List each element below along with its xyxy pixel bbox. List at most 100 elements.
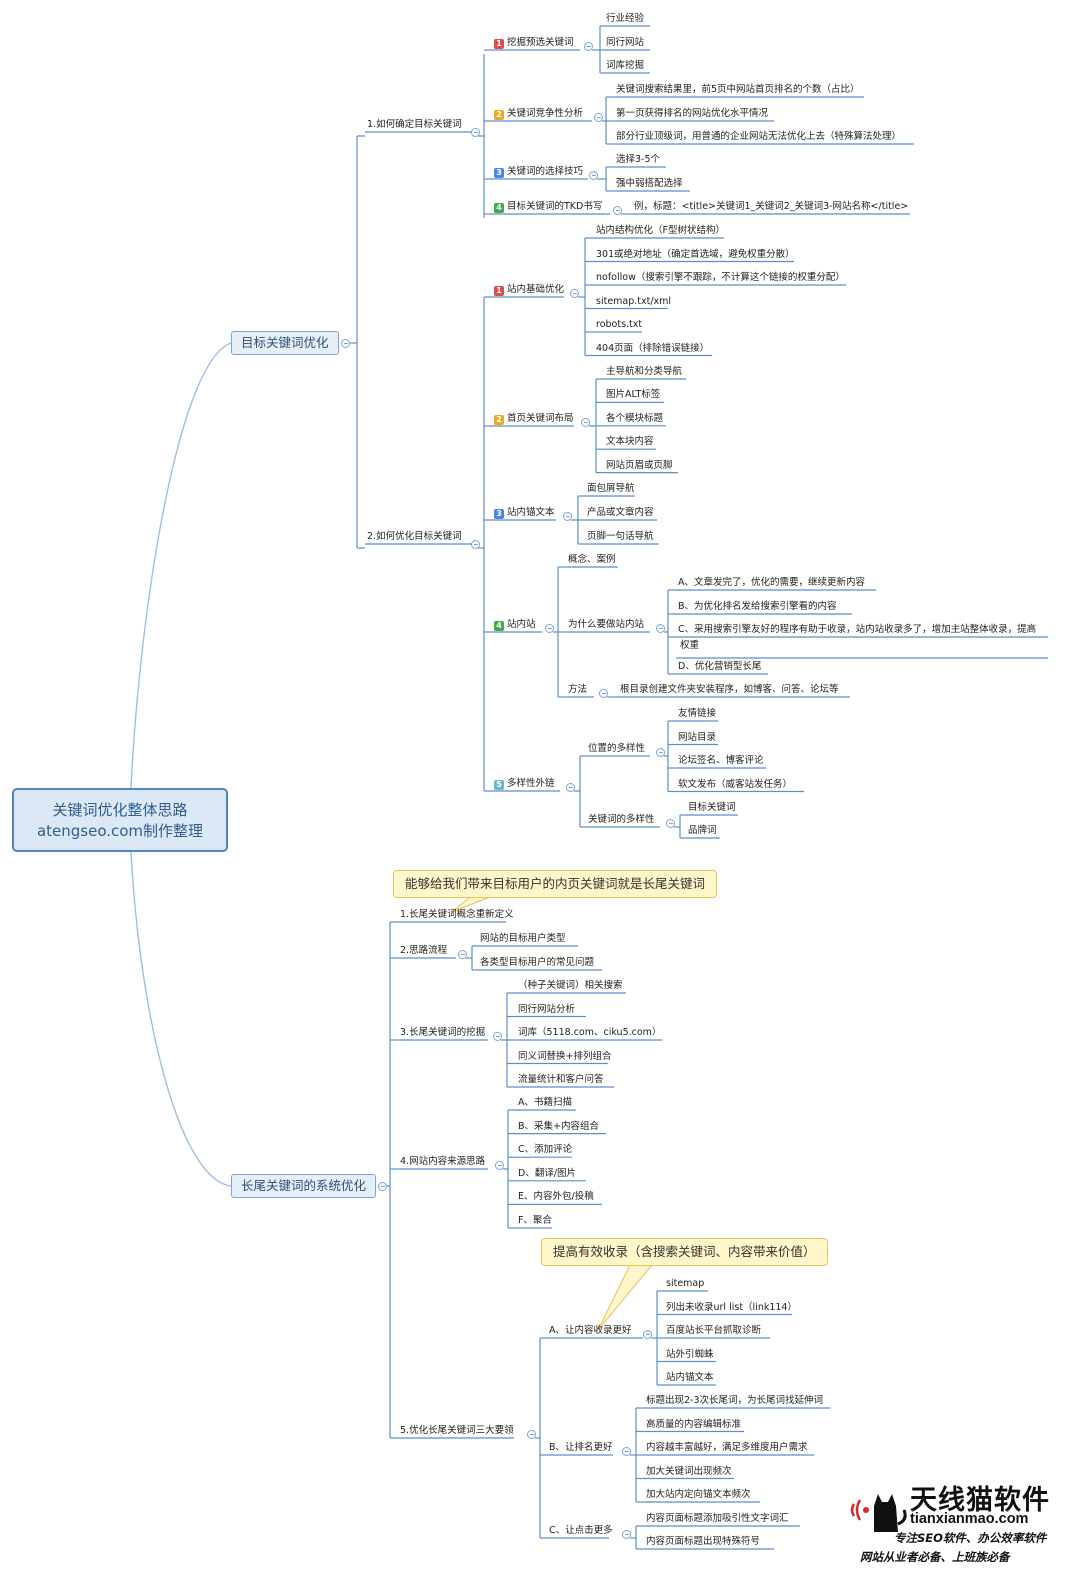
section-s3[interactable]: 3.长尾关键词的挖掘 xyxy=(400,1027,486,1038)
leaf-item[interactable]: 强中弱搭配选择 xyxy=(616,178,683,189)
collapse-toggle-icon[interactable] xyxy=(527,1430,536,1439)
leaf-item[interactable]: 站内锚文本 xyxy=(666,1372,714,1383)
collapse-toggle-icon[interactable] xyxy=(545,624,554,633)
leaf-item[interactable]: 第一页获得排名的网站优化水平情况 xyxy=(616,108,769,119)
leaf-item[interactable]: F、聚合 xyxy=(518,1215,552,1226)
section-determine-keywords[interactable]: 1.如何确定目标关键词 xyxy=(367,119,462,130)
leaf-item[interactable]: 网站页眉或页脚 xyxy=(606,459,673,471)
leaf-item[interactable]: 概念、案例 xyxy=(568,554,616,565)
leaf-item[interactable]: 404页面（排除错误链接） xyxy=(596,342,710,354)
leaf-item[interactable]: 内容页面标题添加吸引性文字词汇 xyxy=(646,1513,789,1524)
collapse-toggle-icon[interactable] xyxy=(471,540,480,549)
leaf-item[interactable]: 文本块内容 xyxy=(606,436,654,448)
leaf-item[interactable]: 同行网站分析 xyxy=(518,1003,576,1015)
leaf-item[interactable]: 产品或文章内容 xyxy=(587,507,654,518)
group-a[interactable]: A、让内容收录更好 xyxy=(549,1325,632,1336)
leaf-item[interactable]: 主导航和分类导航 xyxy=(606,366,683,377)
leaf-item[interactable]: （种子关键词）相关搜索 xyxy=(518,980,623,991)
leaf-item[interactable]: 同义词替换+排列组合 xyxy=(518,1050,612,1062)
leaf-item[interactable]: 选择3-5个 xyxy=(616,154,661,165)
collapse-toggle-icon[interactable] xyxy=(563,512,572,521)
collapse-toggle-icon[interactable] xyxy=(589,171,598,180)
leaf-item[interactable]: sitemap.txt/xml xyxy=(596,295,672,307)
leaf-item[interactable]: 友情链接 xyxy=(678,708,717,719)
leaf-item[interactable]: nofollow（搜索引擎不跟踪，不计算这个链接的权重分配） xyxy=(596,272,845,283)
collapse-toggle-icon[interactable] xyxy=(622,1530,631,1539)
group-keyword-diversity[interactable]: 关键词的多样性 xyxy=(588,814,655,825)
leaf-item[interactable]: A、书籍扫描 xyxy=(518,1097,572,1108)
collapse-toggle-icon[interactable] xyxy=(584,42,593,51)
collapse-toggle-icon[interactable] xyxy=(570,289,579,298)
collapse-toggle-icon[interactable] xyxy=(581,418,590,427)
leaf-item[interactable]: C、采用搜索引擎友好的程序有助于收录，站内站收录多了，增加主站整体收录，提高 xyxy=(678,624,1037,635)
leaf-item[interactable]: 词库（5118.com、ciku5.com） xyxy=(518,1027,662,1038)
collapse-toggle-icon[interactable] xyxy=(566,783,575,792)
collapse-toggle-icon[interactable] xyxy=(341,339,350,348)
leaf-item[interactable]: 内容页面标题出现特殊符号 xyxy=(646,1536,761,1547)
leaf-item[interactable]: 内容越丰富越好，满足多维度用户需求 xyxy=(646,1442,808,1453)
leaf-item[interactable]: 站外引蜘蛛 xyxy=(666,1348,714,1360)
leaf-item[interactable]: 百度站长平台抓取诊断 xyxy=(666,1325,762,1336)
leaf-item[interactable]: D、优化营销型长尾 xyxy=(678,661,762,672)
leaf-item[interactable]: 品牌词 xyxy=(688,825,717,836)
leaf-item[interactable]: 加大站内定向锚文本频次 xyxy=(646,1489,751,1500)
leaf-item[interactable]: B、采集+内容组合 xyxy=(518,1120,599,1132)
leaf-item[interactable]: 列出未收录url list（link114） xyxy=(666,1301,797,1313)
root-node[interactable]: 关键词优化整体思路 atengseo.com制作整理 xyxy=(12,788,228,852)
section-s1[interactable]: 1.长尾关键词概念重新定义 xyxy=(400,909,514,920)
collapse-toggle-icon[interactable] xyxy=(594,113,603,122)
leaf-item[interactable]: 站内结构优化（F型树状结构） xyxy=(596,225,725,236)
leaf-item[interactable]: B、为优化排名发给搜索引擎看的内容 xyxy=(678,601,837,612)
collapse-toggle-icon[interactable] xyxy=(643,1330,652,1339)
leaf-item[interactable]: 关键词搜索结果里，前5页中网站首页排名的个数（占比） xyxy=(616,84,860,95)
collapse-toggle-icon[interactable] xyxy=(495,1161,504,1170)
section-s2[interactable]: 2.思路流程 xyxy=(400,945,448,956)
section-s4[interactable]: 4.网站内容来源思路 xyxy=(400,1156,486,1167)
branch-long-tail[interactable]: 长尾关键词的系统优化 xyxy=(231,1174,377,1198)
leaf-item[interactable]: sitemap xyxy=(666,1278,705,1289)
group-b[interactable]: B、让排名更好 xyxy=(549,1442,613,1453)
group-method[interactable]: 方法 xyxy=(568,684,588,695)
collapse-toggle-icon[interactable] xyxy=(613,206,622,215)
leaf-item[interactable]: 301或绝对地址（确定首选域，避免权重分散） xyxy=(596,248,795,260)
leaf-item[interactable]: 面包屑导航 xyxy=(587,483,635,494)
leaf-item[interactable]: 部分行业顶级词，用普通的企业网站无法优化上去（特殊算法处理） xyxy=(616,131,902,142)
leaf-item[interactable]: 行业经验 xyxy=(606,13,645,24)
collapse-toggle-icon[interactable] xyxy=(599,689,608,698)
leaf-item[interactable]: 词库挖掘 xyxy=(606,60,645,71)
collapse-toggle-icon[interactable] xyxy=(656,748,665,757)
leaf-item[interactable]: E、内容外包/投稿 xyxy=(518,1191,594,1203)
leaf-item[interactable]: 网站的目标用户类型 xyxy=(480,933,566,944)
leaf-item[interactable]: 根目录创建文件夹安装程序，如博客、问答、论坛等 xyxy=(620,684,839,695)
group-position-diversity[interactable]: 位置的多样性 xyxy=(588,743,646,754)
collapse-toggle-icon[interactable] xyxy=(458,950,467,959)
branch-target-keyword[interactable]: 目标关键词优化 xyxy=(231,331,339,355)
leaf-item[interactable]: 例，标题：<title>关键词1_关键词2_关键词3-网站名称</title> xyxy=(634,201,909,212)
collapse-toggle-icon[interactable] xyxy=(666,819,675,828)
leaf-item[interactable]: 网站目录 xyxy=(678,731,717,743)
group-c[interactable]: C、让点击更多 xyxy=(549,1525,613,1536)
group-why[interactable]: 为什么要做站内站 xyxy=(568,619,645,630)
section-s5[interactable]: 5.优化长尾关键词三大要领 xyxy=(400,1425,514,1436)
leaf-item[interactable]: 同行网站 xyxy=(606,37,645,48)
section-optimize-keywords[interactable]: 2.如何优化目标关键词 xyxy=(367,531,462,542)
leaf-item[interactable]: 高质量的内容编辑标准 xyxy=(646,1418,742,1430)
collapse-toggle-icon[interactable] xyxy=(493,1032,502,1041)
leaf-item[interactable]: 论坛签名、博客评论 xyxy=(678,755,764,766)
collapse-toggle-icon[interactable] xyxy=(378,1182,387,1191)
leaf-item[interactable]: 流量统计和客户问答 xyxy=(518,1074,604,1085)
leaf-item[interactable]: 软文发布（威客站发任务） xyxy=(678,778,793,790)
leaf-item[interactable]: C、添加评论 xyxy=(518,1144,573,1156)
leaf-item[interactable]: 加大关键词出现频次 xyxy=(646,1465,732,1477)
leaf-item[interactable]: 页脚一句话导航 xyxy=(587,531,654,542)
collapse-toggle-icon[interactable] xyxy=(622,1447,631,1456)
